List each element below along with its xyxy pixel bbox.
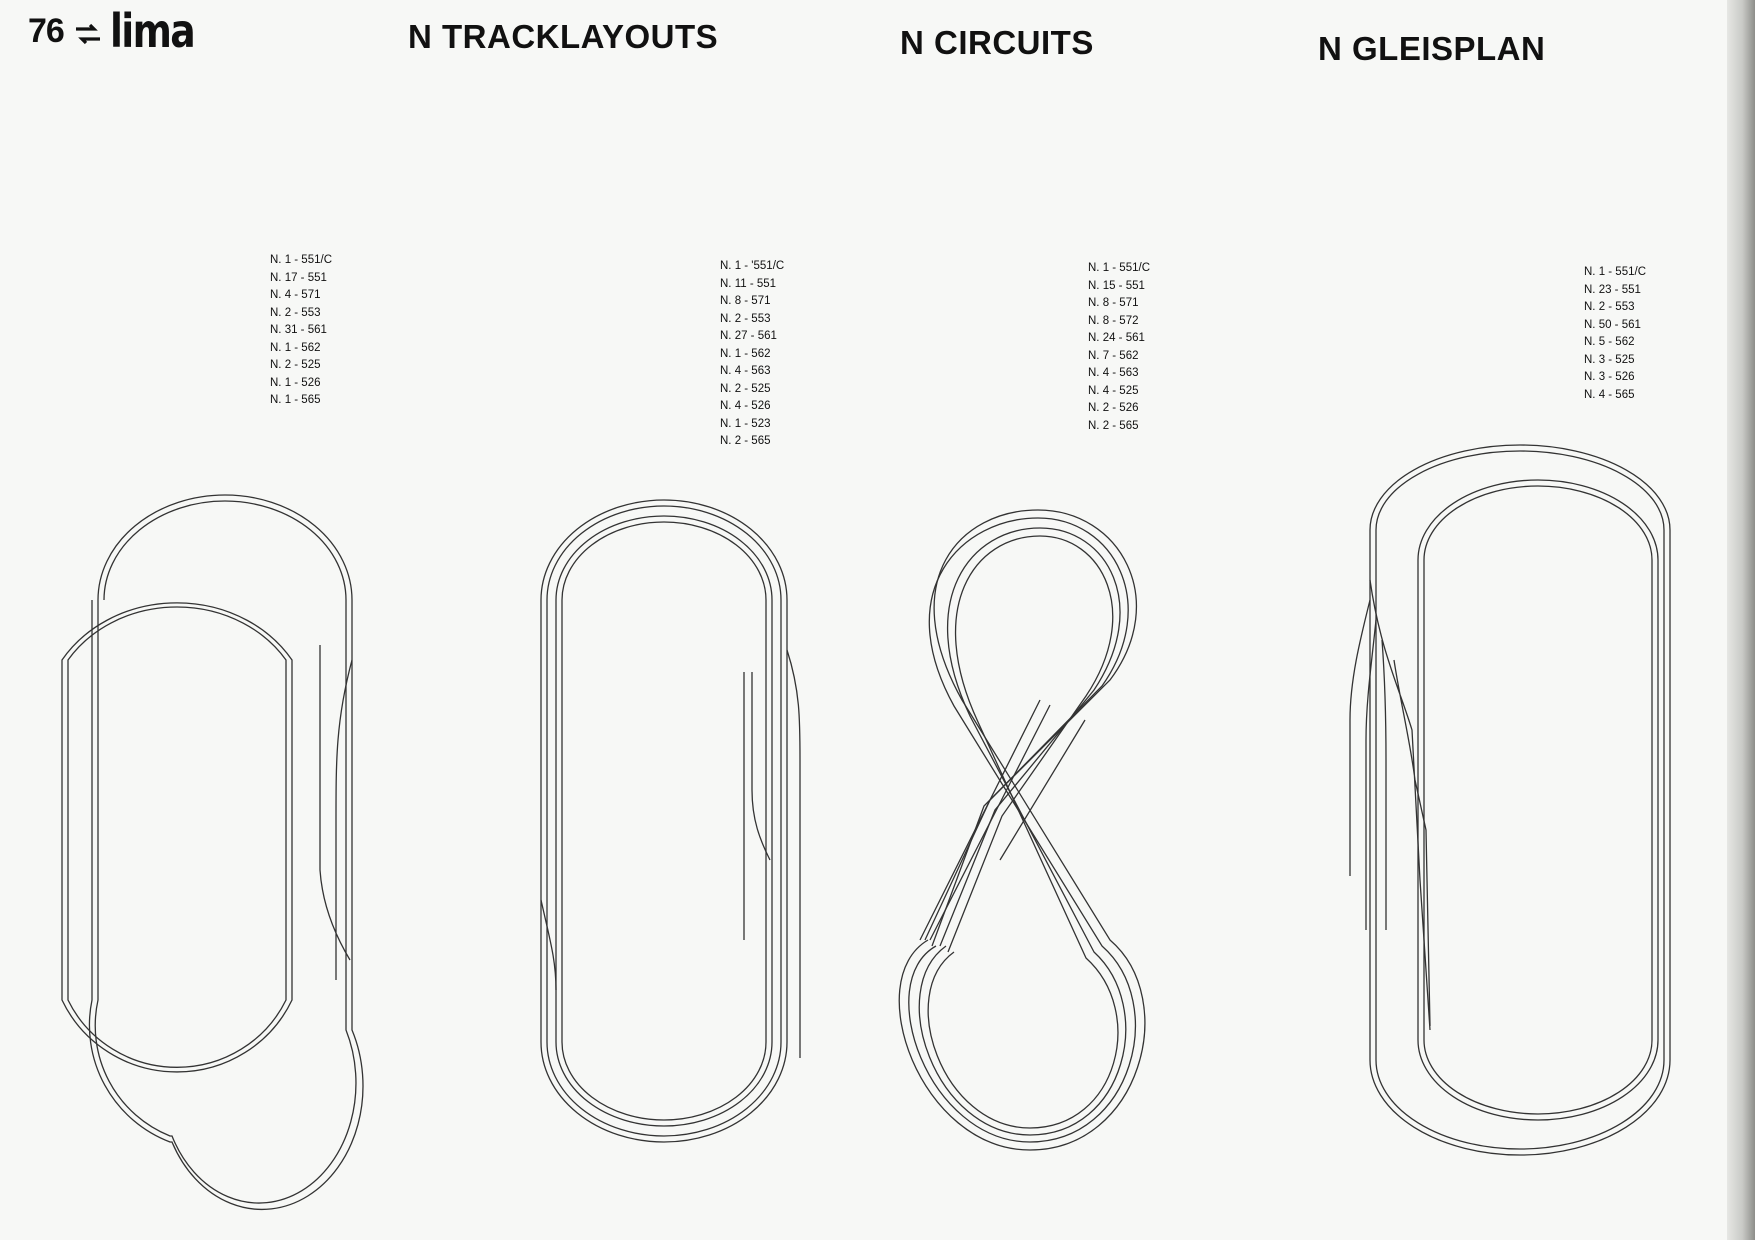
parts-list-item: N. 4 - 526 xyxy=(720,400,771,412)
parts-list-item: N. 4 - 563 xyxy=(1088,367,1139,379)
parts-list-item: N. 1 - 562 xyxy=(270,341,321,354)
track-oval-inner xyxy=(1417,479,1659,1121)
track-figure-eight-inner-rail xyxy=(927,535,1119,1129)
brand-logo: lima xyxy=(110,4,196,58)
parts-list-item: N. 1 - 551/C xyxy=(1088,262,1150,274)
track-oval-outer-rail xyxy=(546,505,782,1137)
track-layout-4 xyxy=(1349,444,1671,1156)
track-oval-inner-rail xyxy=(67,606,287,1068)
parts-list-item: N. 2 - 526 xyxy=(1088,402,1139,414)
parts-list-item: N. 24 - 561 xyxy=(1088,332,1145,344)
parts-list-item: N. 2 - 553 xyxy=(270,306,321,319)
track-oval-inner xyxy=(555,515,773,1127)
parts-list-item: N. 2 - 565 xyxy=(1088,419,1139,432)
parts-list-item: N. 23 - 551 xyxy=(1584,283,1641,296)
parts-list-layout-2: N. 1 - '551/C N. 11 - 551 N. 8 - 571 N. … xyxy=(720,258,784,451)
parts-list-item: N. 4 - 525 xyxy=(1088,384,1139,397)
parts-list-item: N. 1 - 523 xyxy=(720,417,771,430)
parts-list-item: N. 17 - 551 xyxy=(270,271,327,284)
parts-list-item: N. 50 - 561 xyxy=(1584,318,1641,331)
track-yard-sidings xyxy=(1349,579,1431,1031)
parts-list-item: N. 15 - 551 xyxy=(1088,279,1145,292)
parts-list-layout-3: N. 1 - 551/C N. 15 - 551 N. 8 - 571 N. 8… xyxy=(1088,260,1150,435)
parts-list-item: N. 27 - 561 xyxy=(720,330,777,342)
parts-list-item: N. 2 - 553 xyxy=(1584,301,1635,313)
parts-list-item: N. 8 - 571 xyxy=(720,295,771,307)
parts-list-item: N. 1 - 551/C xyxy=(1584,266,1646,278)
parts-list-item: N. 31 - 561 xyxy=(270,324,327,336)
track-siding xyxy=(540,649,801,1058)
track-oval-outer xyxy=(540,499,788,1143)
parts-list-item: N. 8 - 571 xyxy=(1088,297,1139,309)
track-oval-inner-rail xyxy=(561,521,767,1121)
parts-list-item: N. 2 - 525 xyxy=(270,359,321,371)
track-oval-inner xyxy=(61,602,293,1073)
title-tracklayouts: N TRACKLAYOUTS xyxy=(408,18,719,55)
parts-list-item: N. 3 - 526 xyxy=(1584,371,1635,383)
parts-list-item: N. 5 - 562 xyxy=(1584,336,1635,348)
parts-list-item: N. 2 - 553 xyxy=(720,312,771,325)
parts-list-item: N. 2 - 525 xyxy=(720,382,771,395)
track-figure-eight-inner xyxy=(918,527,1127,1136)
track-layout-3 xyxy=(898,509,1146,1151)
parts-list-layout-4: N. 1 - 551/C N. 23 - 551 N. 2 - 553 N. 5… xyxy=(1584,264,1646,404)
parts-list-item: N. 1 - 562 xyxy=(720,347,771,360)
track-oval-outer xyxy=(1369,444,1671,1156)
parts-list-item: N. 1 - 565 xyxy=(270,394,321,406)
parts-list-item: N. 1 - 526 xyxy=(270,376,321,389)
parts-list-item: N. 11 - 551 xyxy=(720,277,777,290)
parts-list-item: N. 4 - 571 xyxy=(270,289,321,301)
track-loop-outer xyxy=(88,494,364,1211)
page-header: 76 lima N TRACKLAYOUTS N CIRCUITS N GLEI… xyxy=(0,0,1727,80)
parts-list-item: N. 7 - 562 xyxy=(1088,349,1139,362)
track-siding xyxy=(919,699,1086,941)
lima-arrows-icon xyxy=(76,23,100,45)
parts-list-item: N. 3 - 525 xyxy=(1584,353,1635,366)
track-figure-eight-outer xyxy=(898,509,1146,1151)
parts-list-item: N. 2 - 565 xyxy=(720,435,771,447)
page-edge-shadow xyxy=(1727,0,1755,1240)
track-layout-1 xyxy=(61,494,364,1211)
title-gleisplan: N GLEISPLAN xyxy=(1318,30,1546,67)
parts-list-layout-1: N. 1 - 551/C N. 17 - 551 N. 4 - 571 N. 2… xyxy=(270,252,332,410)
track-oval-inner-rail xyxy=(1423,485,1653,1115)
track-layout-2 xyxy=(540,499,801,1143)
parts-list-item: N. 1 - 551/C xyxy=(270,254,332,266)
parts-list-item: N. 1 - '551/C xyxy=(720,260,785,272)
parts-list-item: N. 4 - 565 xyxy=(1584,388,1635,401)
track-oval-outer-rail xyxy=(1375,450,1665,1150)
parts-list-item: N. 8 - 572 xyxy=(1088,314,1139,327)
track-loop-outer-rail xyxy=(94,500,357,1204)
parts-list-item: N. 4 - 563 xyxy=(720,365,771,377)
title-circuits: N CIRCUITS xyxy=(900,24,1094,61)
page-number: 76 xyxy=(28,12,65,50)
track-siding xyxy=(319,645,353,980)
track-figure-eight-outer-rail xyxy=(908,517,1136,1143)
